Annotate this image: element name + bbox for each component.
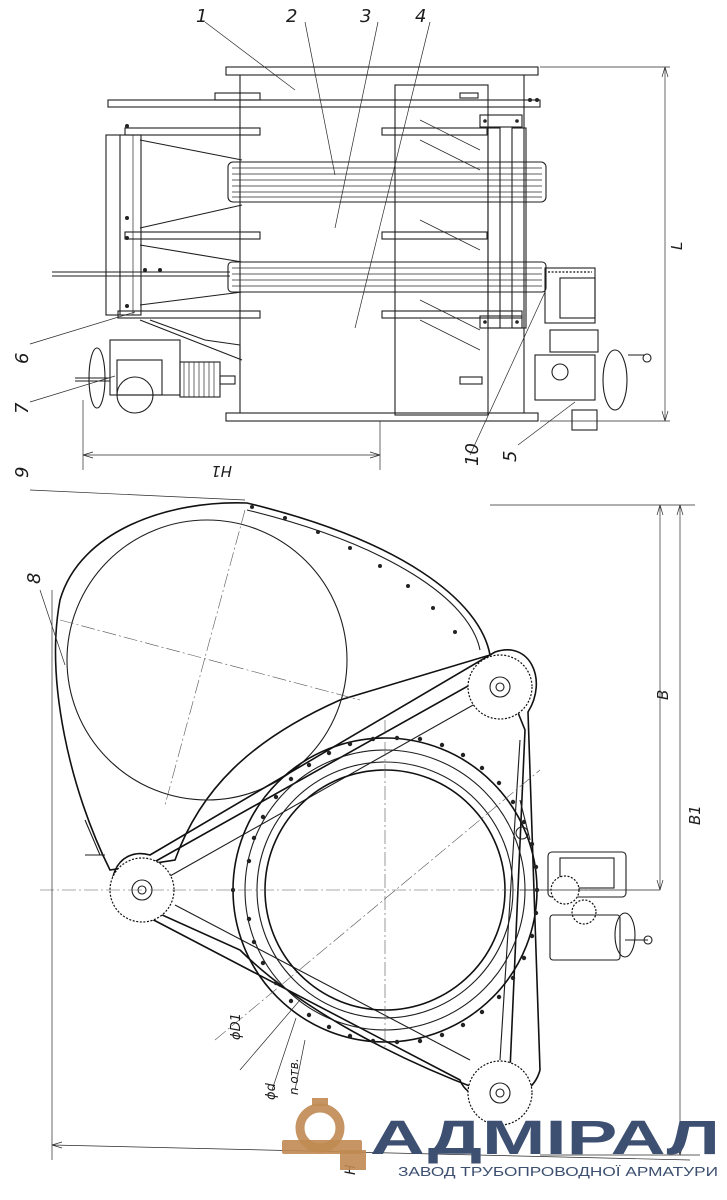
shell-bolts [250, 505, 457, 634]
dimension-h1 [82, 400, 381, 470]
dimension-h1-label: H1 [211, 462, 232, 480]
callout-3: 3 [360, 6, 371, 27]
brand-tagline: ЗАВОД ТРУБОПРОВОДНОЇ АРМАТУРИ [398, 1164, 718, 1179]
callout-8: 8 [24, 573, 45, 584]
right-gear-drive [534, 267, 652, 431]
shaft-bundle-lower [227, 261, 547, 293]
pulley-bottom [467, 1060, 533, 1126]
side-view: L H1 [29, 21, 686, 501]
hole-diameter-label: ϕd [264, 1082, 279, 1100]
callout-5: 5 [500, 451, 521, 462]
callout-10: 10 [462, 443, 483, 466]
brand-logo: АДМІРАЛ ЗАВОД ТРУБОПРОВОДНОЇ АРМАТУРИ [282, 1098, 720, 1179]
dimension-b1-label: B1 [686, 805, 704, 825]
callout-2: 2 [286, 6, 297, 27]
brand-emblem-icon [282, 1098, 366, 1170]
hole-count-label: n отв. [287, 1058, 301, 1095]
callouts: 1 2 3 4 5 6 7 8 9 10 [12, 6, 521, 584]
dimension-b [490, 504, 695, 891]
callout-1: 1 [196, 6, 207, 27]
dimension-h [51, 590, 691, 1161]
dimension-l [540, 66, 670, 422]
callout-4: 4 [415, 6, 426, 27]
callout-7: 7 [12, 402, 33, 414]
callout-6: 6 [12, 353, 33, 364]
dimension-b-label: B [654, 690, 672, 700]
flange-d1-label: ϕD1 [229, 1013, 244, 1040]
shaft-bundle-upper [227, 161, 547, 203]
plan-view: B B1 H ϕD1 ϕd n отв. [39, 502, 704, 1175]
callout-9: 9 [12, 467, 33, 478]
dimension-b1 [540, 504, 700, 1156]
dimension-l-label: L [668, 242, 686, 250]
brand-name: АДМІРАЛ [370, 1112, 720, 1165]
pulley-top [467, 654, 533, 720]
left-actuator [75, 319, 241, 414]
